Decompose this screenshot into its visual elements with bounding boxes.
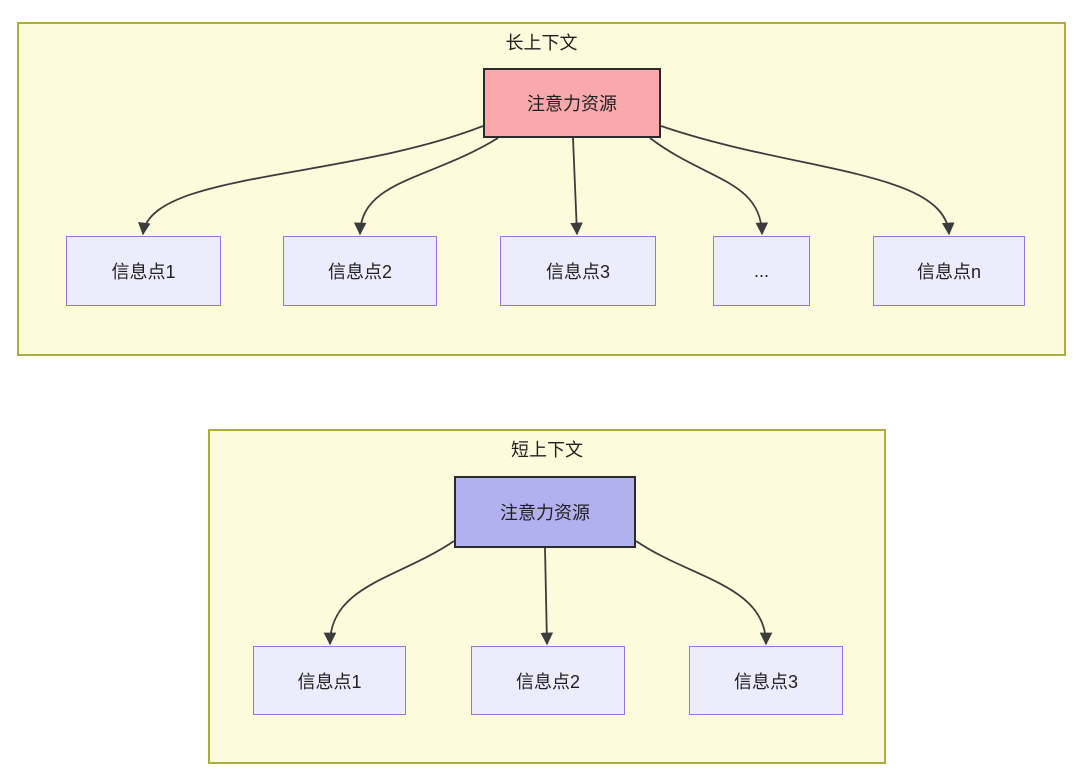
long-attention-label: 注意力资源	[527, 94, 617, 114]
short-node-2: 信息点2	[471, 646, 625, 715]
long-node-3: 信息点3	[500, 236, 656, 306]
long-node-1: 信息点1	[66, 236, 221, 306]
short-node-3: 信息点3	[689, 646, 843, 715]
long-node-ellipsis-label: ...	[753, 260, 769, 281]
long-node-3-label: 信息点3	[545, 262, 610, 282]
short-context-title: 短上下文	[511, 440, 583, 460]
long-node-n: 信息点n	[873, 236, 1025, 306]
short-node-2-label: 信息点2	[515, 671, 580, 692]
long-node-ellipsis: ...	[713, 236, 810, 306]
long-context-title: 长上下文	[505, 33, 578, 53]
short-node-1: 信息点1	[253, 646, 406, 715]
short-attention-box: 注意力资源	[454, 476, 636, 548]
short-attention-label: 注意力资源	[500, 503, 590, 523]
short-node-1-label: 信息点1	[297, 671, 362, 692]
long-attention-box: 注意力资源	[483, 68, 661, 138]
long-node-2-label: 信息点2	[327, 262, 392, 282]
long-node-2: 信息点2	[283, 236, 437, 306]
long-node-1-label: 信息点1	[111, 262, 176, 282]
short-node-3-label: 信息点3	[733, 671, 798, 692]
long-node-n-label: 信息点n	[916, 262, 981, 282]
